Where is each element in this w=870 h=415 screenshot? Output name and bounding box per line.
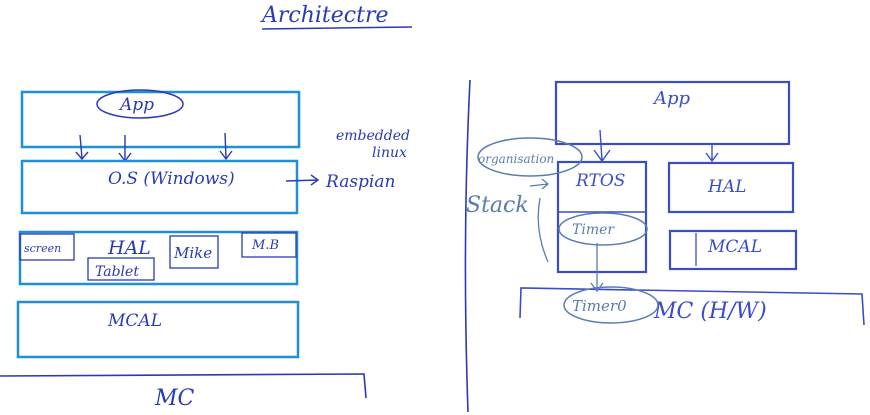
left-note-line1: embedded [336, 128, 410, 144]
right-rtos-label: RTOS [575, 171, 625, 191]
right-rtos-box [556, 160, 648, 274]
title-underline [261, 26, 413, 30]
left-hal-mb: M.B [251, 238, 279, 253]
left-os-target: Raspian [325, 172, 395, 192]
left-hal-screen: screen [24, 242, 61, 255]
stack-bracket [537, 197, 549, 263]
timer-circle [558, 212, 648, 246]
left-os-arrow [285, 174, 320, 186]
page-title: Architectre [260, 3, 389, 28]
left-app-box [20, 90, 301, 149]
left-hal-mb-box [241, 232, 297, 258]
left-mcal-box [16, 300, 300, 359]
left-note-line2: linux [372, 145, 407, 161]
organisation-arrow [529, 178, 550, 190]
left-os-box [20, 159, 299, 215]
section-divider [464, 79, 471, 413]
right-stack: App RTOS HAL MCAL MC (H/W) [519, 80, 865, 326]
right-mcal-box [668, 229, 798, 271]
timer-arrow [590, 243, 604, 293]
left-hal-mike-box [169, 235, 219, 269]
organisation-label: organisation [478, 152, 554, 166]
left-hal-mike: Mike [173, 244, 212, 262]
left-hal-screen-box [19, 233, 75, 261]
left-app-label: App [118, 95, 154, 115]
left-hw-base [0, 373, 367, 399]
timer0-circle [563, 286, 659, 324]
left-mcal-label: MCAL [107, 311, 162, 331]
right-annotations: organisation Stack Timer Timer0 [466, 137, 659, 324]
right-hw-base [519, 287, 865, 326]
right-hal-label: HAL [707, 177, 746, 197]
left-app-os-arrows [75, 132, 233, 163]
right-app-arrows [593, 129, 719, 163]
left-hw-label: MC [154, 386, 195, 411]
stack-label: Stack [466, 193, 529, 218]
right-app-label: App [652, 88, 691, 109]
right-app-box [554, 80, 791, 146]
right-hw-label: MC (H/W) [653, 299, 767, 324]
left-hal-label: HAL [107, 237, 151, 259]
right-hal-box [667, 161, 795, 214]
left-hal-tablet-box [87, 257, 155, 281]
left-hal-tablet: Tablet [95, 264, 139, 280]
right-mcal-label: MCAL [707, 237, 762, 257]
timer-label: Timer [572, 222, 615, 238]
left-os-label: O.S (Windows) [108, 169, 235, 189]
left-app-circle [96, 89, 184, 119]
timer0-label: Timer0 [572, 297, 627, 315]
left-stack: App O.S (Windows) Raspian embedded linux… [0, 89, 410, 411]
organisation-circle [477, 137, 583, 177]
